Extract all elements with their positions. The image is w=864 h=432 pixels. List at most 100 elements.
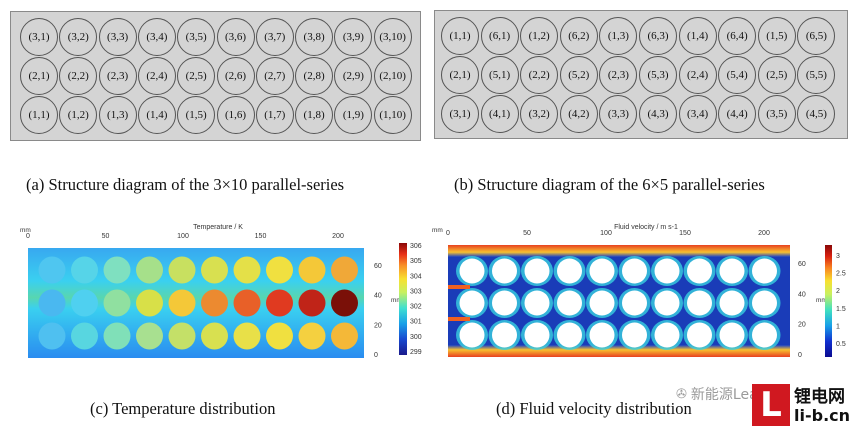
panel-c-x-tick: 150 (255, 233, 267, 240)
panel-b-cell: (6,3) (639, 17, 677, 55)
panel-d-cell (524, 258, 550, 284)
panel-a-cell: (2,9) (334, 57, 373, 95)
panel-a-cell: (2,3) (98, 57, 137, 95)
panel-d-colorbar-y-tick: 2.5 (836, 271, 846, 278)
panel-d-y-tick: 60 (798, 261, 806, 268)
panel-d-colorbar-y-tick: 1.5 (836, 306, 846, 313)
panel-d-cell (459, 258, 485, 284)
panel-b-cell: (2,4) (678, 56, 717, 94)
panel-d-cell (524, 290, 550, 316)
panel-b-cell: (4,1) (480, 95, 519, 133)
wechat-icon: ✇ (676, 386, 687, 402)
panel-a-cell: (1,8) (295, 96, 334, 134)
panel-c-cell (298, 256, 326, 284)
panel-d-colorbar-y-tick: 3 (836, 253, 840, 260)
panel-a-cell: (1,9) (334, 96, 373, 134)
panel-d-cell (752, 290, 777, 316)
panel-a-cell: (1,5) (177, 96, 216, 134)
panel-c-cell (233, 322, 261, 350)
panel-d-cell (524, 322, 550, 348)
panel-d-inlet-jet (448, 317, 470, 321)
panel-d-colorbar-y-tick: 0.5 (836, 341, 846, 348)
panel-a-cell: (3,7) (255, 18, 294, 56)
panel-b-cell: (1,5) (757, 17, 796, 55)
panel-c-cell (266, 322, 293, 350)
panel-c-cell (233, 256, 261, 284)
panel-a-cell: (2,8) (295, 57, 334, 95)
panel-d-title: Fluid velocity / m s-1 (614, 224, 678, 231)
panel-c-cell (71, 256, 98, 284)
panel-d-cell (752, 322, 777, 348)
panel-b-cell: (3,3) (599, 95, 638, 133)
panel-c-title: Temperature / K (193, 224, 243, 231)
panel-c-x-tick: 0 (26, 233, 30, 240)
panel-a-cell: (1,6) (216, 96, 255, 134)
panel-d-cell (492, 290, 517, 316)
panel-d-cell (687, 258, 712, 284)
panel-a-cell: (1,7) (255, 96, 294, 134)
panel-a-cell: (3,5) (177, 18, 216, 56)
panel-c-cell (103, 289, 131, 317)
panel-d-colorbar-y-tick: 1 (836, 323, 840, 330)
panel-c-cell (103, 256, 131, 284)
panel-a-cell: (2,7) (255, 57, 294, 95)
panel-b-cell: (1,3) (599, 17, 638, 55)
panel-c-colorbar (399, 243, 407, 355)
panel-a-caption: (a) Structure diagram of the 3×10 parall… (26, 175, 345, 194)
panel-c-cell (266, 289, 293, 317)
panel-a-cell: (1,2) (59, 96, 98, 134)
panel-c-cell (266, 256, 293, 284)
panel-b-cell: (3,2) (520, 95, 559, 133)
panel-d-x-tick: 100 (600, 230, 612, 237)
panel-b-cell: (3,1) (441, 95, 479, 133)
brand-logo: L (752, 384, 790, 426)
panel-b-cell: (6,2) (559, 17, 598, 55)
panel-c-cell (136, 322, 163, 350)
panel-d-cell (719, 258, 745, 284)
panel-c-cell (298, 289, 326, 317)
panel-d-colorbar (825, 245, 832, 357)
panel-c-cell (38, 322, 66, 350)
panel-d-top-flow (448, 245, 790, 257)
panel-c-cell (331, 289, 358, 317)
panel-b-cell: (6,1) (480, 17, 519, 55)
panel-c-colorbar-y-tick: 304 (410, 273, 422, 280)
panel-b-caption: (b) Structure diagram of the 6×5 paralle… (454, 175, 765, 194)
panel-c-cell (136, 256, 163, 284)
panel-c-cells (38, 256, 358, 350)
panel-d-cell (557, 322, 582, 348)
panel-c-cell (201, 289, 228, 317)
panel-b-cell: (6,4) (718, 17, 757, 55)
panel-d-cell (492, 258, 517, 284)
panel-d-cell (557, 290, 582, 316)
panel-b-cell: (5,2) (559, 56, 598, 94)
panel-a-cell: (3,6) (216, 18, 255, 56)
panel-b-cell: (2,3) (599, 56, 638, 94)
panel-d-cell (459, 290, 485, 316)
panel-b-cell: (3,4) (678, 95, 717, 133)
panel-a-cell: (2,1) (20, 57, 58, 95)
panel-d-cell (719, 322, 745, 348)
panel-c-colorbar-y-tick: 302 (410, 304, 422, 311)
panel-d-caption: (d) Fluid velocity distribution (496, 399, 692, 418)
panel-a-cell: (1,1) (20, 96, 58, 134)
panel-d-y-tick: 0 (798, 352, 802, 359)
panel-d-x-tick: 0 (446, 230, 450, 237)
panel-c-x-tick: 50 (102, 233, 110, 240)
panel-d-cell (654, 322, 680, 348)
panel-d-x-tick: 200 (758, 230, 770, 237)
panel-d-x-tick: 150 (679, 230, 691, 237)
panel-a-cell: (3,3) (98, 18, 137, 56)
panel-b-cell: (2,2) (520, 56, 559, 94)
panel-a-cell: (2,10) (373, 57, 412, 95)
panel-d-y-tick: 20 (798, 322, 806, 329)
panel-a-cell: (3,8) (295, 18, 334, 56)
panel-d-cells (448, 256, 781, 350)
brand-name: 锂电网 (794, 387, 845, 407)
panel-c-colorbar-y-tick: 306 (410, 243, 422, 250)
panel-b-cell: (5,4) (718, 56, 757, 94)
